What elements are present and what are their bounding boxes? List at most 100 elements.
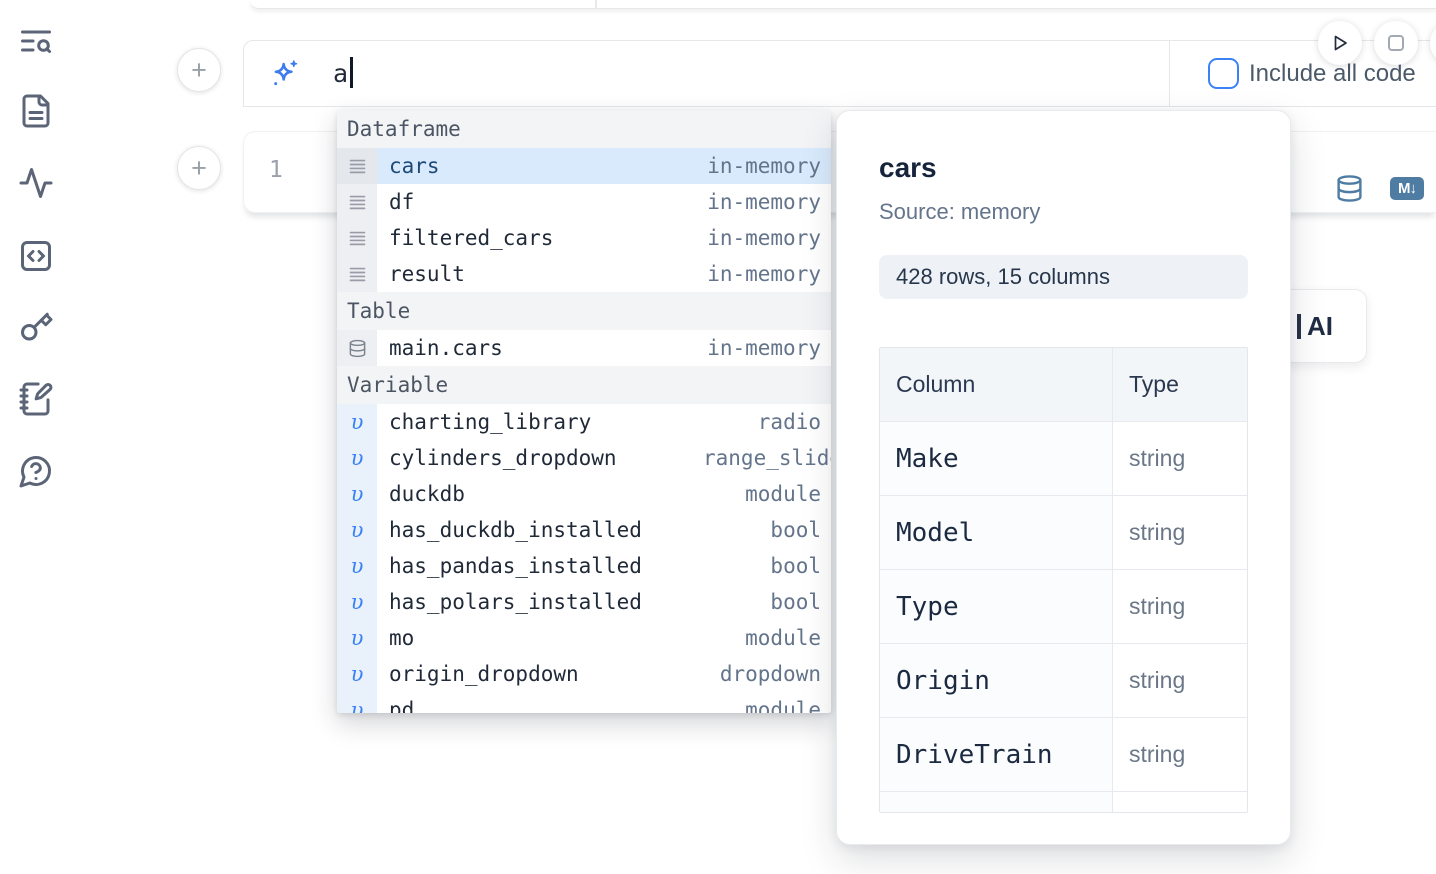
- dataframe-icon: [349, 231, 365, 245]
- item-name: has_duckdb_installed: [389, 518, 642, 542]
- previous-cell-bottom: [250, 0, 1436, 9]
- dataframe-icon: [349, 267, 365, 281]
- autocomplete-item-filtered_cars[interactable]: filtered_cars in-memory: [337, 220, 831, 256]
- stop-button[interactable]: [1374, 21, 1418, 65]
- autocomplete-item-has_duckdb_installed[interactable]: υ has_duckdb_installed bool: [337, 512, 831, 548]
- activity-icon[interactable]: [17, 164, 55, 202]
- ai-prompt-input[interactable]: a: [244, 41, 1169, 106]
- popup-source: Source: memory: [879, 199, 1041, 224]
- schema-row-DriveTrain: DriveTrain string: [880, 717, 1247, 791]
- ai-panel-options: Include all code: [1169, 41, 1436, 106]
- extra-action-button[interactable]: [1430, 21, 1436, 65]
- sidebar: [0, 0, 72, 874]
- dataframe-icon: [349, 159, 365, 173]
- variable-icon: υ: [350, 482, 364, 506]
- variable-icon: υ: [350, 518, 364, 542]
- item-name: cars: [389, 154, 440, 178]
- run-cell-button[interactable]: [1318, 21, 1362, 65]
- text-search-icon[interactable]: [17, 22, 55, 60]
- database-icon[interactable]: [1335, 174, 1364, 203]
- item-type: bool: [770, 590, 821, 614]
- cell-actions: M↓: [1335, 174, 1424, 203]
- prompt-value: a: [333, 59, 349, 88]
- item-name: origin_dropdown: [389, 662, 579, 686]
- cell-divider: [595, 0, 597, 9]
- help-chat-icon[interactable]: [17, 452, 55, 490]
- autocomplete-item-main.cars[interactable]: main.cars in-memory: [337, 330, 831, 366]
- item-type: module: [745, 626, 821, 650]
- item-name: has_polars_installed: [389, 590, 642, 614]
- dataframe-detail-popup: cars Source: memory 428 rows, 15 columns…: [836, 110, 1291, 845]
- schema-row-Make: Make string: [880, 421, 1247, 495]
- item-type: bool: [770, 554, 821, 578]
- ai-prompt-panel: a Include all code: [243, 40, 1436, 107]
- item-name: charting_library: [389, 410, 592, 434]
- type-header: Type: [1112, 348, 1247, 421]
- code-square-icon[interactable]: [17, 237, 55, 275]
- item-type: module: [745, 698, 821, 713]
- item-type: dropdown: [719, 662, 821, 686]
- text-caret: [350, 57, 353, 88]
- line-number: 1: [269, 157, 283, 183]
- variable-icon: υ: [350, 554, 364, 578]
- schema-column-type: string: [1129, 593, 1186, 619]
- autocomplete-section-variable: Variable: [337, 366, 831, 404]
- item-name: main.cars: [389, 336, 503, 360]
- variable-icon: υ: [350, 446, 364, 470]
- item-name: filtered_cars: [389, 226, 554, 250]
- schema-column-name: Model: [896, 517, 975, 548]
- autocomplete-section-table: Table: [337, 292, 831, 330]
- item-name: mo: [389, 626, 415, 650]
- item-type: in-memory: [707, 190, 821, 214]
- schema-column-type: string: [1129, 741, 1186, 767]
- file-document-icon[interactable]: [17, 92, 55, 130]
- item-type: bool: [770, 518, 821, 542]
- sparkle-ai-icon: [274, 60, 298, 86]
- item-type: in-memory: [707, 226, 821, 250]
- schema-row-clipped: [880, 791, 1247, 812]
- item-type: in-memory: [707, 336, 821, 360]
- autocomplete-item-has_pandas_installed[interactable]: υ has_pandas_installed bool: [337, 548, 831, 584]
- item-name: has_pandas_installed: [389, 554, 642, 578]
- schema-column-type: string: [1129, 445, 1186, 471]
- markdown-icon[interactable]: M↓: [1390, 177, 1424, 200]
- add-cell-button-bottom[interactable]: +: [177, 146, 221, 190]
- autocomplete-item-cars[interactable]: cars in-memory: [337, 148, 831, 184]
- schema-column-name: Make: [896, 443, 959, 474]
- clipped-letter: [1297, 313, 1301, 339]
- item-type: range_slider: [703, 446, 831, 470]
- variable-icon: υ: [350, 662, 364, 686]
- schema-column-name: DriveTrain: [896, 739, 1053, 770]
- include-all-code-checkbox[interactable]: [1208, 58, 1239, 89]
- column-header: Column: [896, 371, 976, 397]
- variable-icon: υ: [350, 410, 364, 434]
- ai-button-label: AI: [1307, 310, 1333, 341]
- add-cell-button-top[interactable]: +: [177, 48, 221, 92]
- item-name: pd: [389, 698, 415, 713]
- variable-icon: υ: [350, 590, 364, 614]
- variable-icon: υ: [350, 626, 364, 650]
- item-type: in-memory: [707, 154, 821, 178]
- notebook-pen-icon[interactable]: [17, 380, 55, 418]
- stop-icon: [1388, 35, 1404, 51]
- key-icon[interactable]: [17, 308, 55, 346]
- include-all-code-label: Include all code: [1249, 59, 1416, 87]
- database-table-icon: [349, 339, 365, 357]
- autocomplete-item-has_polars_installed[interactable]: υ has_polars_installed bool: [337, 584, 831, 620]
- autocomplete-item-mo[interactable]: υ mo module: [337, 620, 831, 656]
- schema-table-header: Column Type: [880, 348, 1247, 421]
- autocomplete-item-origin_dropdown[interactable]: υ origin_dropdown dropdown: [337, 656, 831, 692]
- dataframe-icon: [349, 195, 365, 209]
- item-name: duckdb: [389, 482, 465, 506]
